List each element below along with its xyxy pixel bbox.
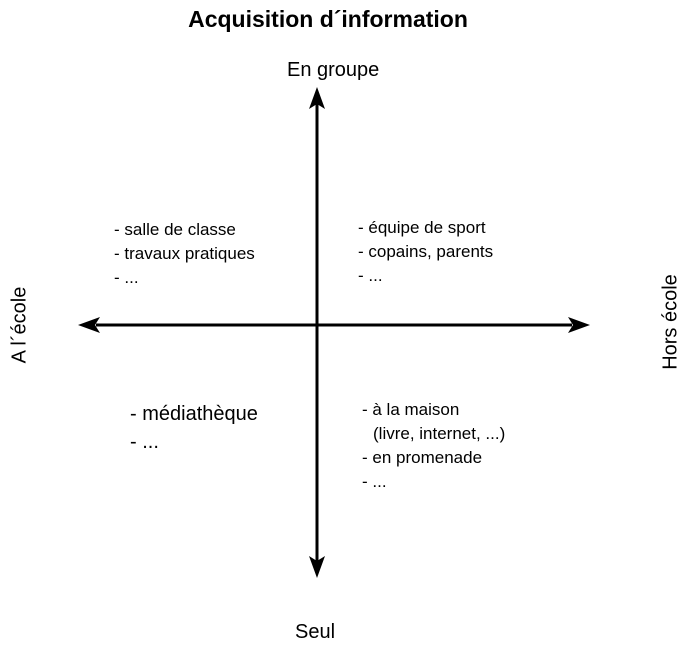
quadrant-item: - ... [114, 268, 139, 287]
quadrant-item: - ... [130, 431, 159, 453]
arrowhead-right [568, 317, 590, 333]
quadrant-bottom-left: - médiathèque - ... [130, 400, 258, 456]
quadrant-item: - en promenade [362, 448, 483, 467]
quadrant-top-right: - équipe de sport - copains, parents - .… [358, 216, 493, 288]
quadrant-item: (livre, internet, ...) [373, 424, 506, 443]
quadrant-bottom-right: - à la maison (livre, internet, ...) - e… [362, 398, 505, 494]
axis-label-bottom: Seul [295, 621, 336, 643]
quadrant-item: - médiathèque [130, 403, 258, 425]
quadrant-item: - équipe de sport [358, 218, 486, 237]
quadrant-item: - copains, parents [358, 242, 494, 261]
arrowhead-left [78, 317, 100, 333]
diagram-title: Acquisition d´information [188, 6, 468, 32]
quadrant-item: - travaux pratiques [114, 244, 255, 263]
arrowhead-down [309, 556, 325, 578]
quadrant-item: - à la maison [362, 400, 460, 419]
arrowhead-up [309, 87, 325, 109]
quadrant-top-left: - salle de classe - travaux pratiques - … [114, 218, 255, 290]
quadrant-item: - ... [362, 472, 387, 491]
quadrant-item: - salle de classe [114, 220, 236, 239]
quadrant-item: - ... [358, 266, 383, 285]
axis-label-top: En groupe [287, 59, 380, 81]
